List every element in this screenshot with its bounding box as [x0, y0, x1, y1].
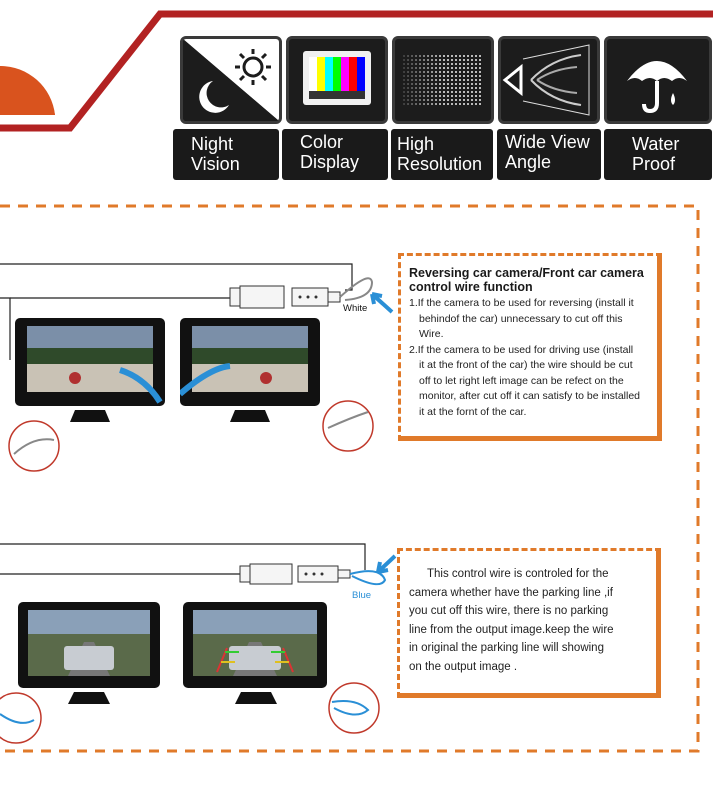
list-item: it at the front of the car) the wire sho… [419, 359, 633, 371]
list-item: 1.If the camera to be used for reversing… [409, 297, 634, 309]
monitor-right-upper [180, 318, 320, 422]
blue-wire-label: Blue [352, 590, 372, 601]
wire-detail-right-upper [322, 400, 374, 452]
wire-detail-right-lower [328, 682, 380, 734]
connector-plug [229, 285, 341, 309]
wire-detail-left-lower [0, 692, 42, 744]
parking-line: This control wire is controled for the [427, 568, 609, 580]
reversing-diagram [0, 263, 394, 360]
parking-line: you cut off this wire, there is no parki… [409, 605, 609, 617]
parking-line: line from the output image.keep the wire [409, 623, 614, 636]
list-item: it at the fornt of the car. [419, 405, 527, 418]
list-item: Wire. [419, 328, 444, 340]
monitor-left-lower [18, 602, 160, 704]
wire-detail-left-upper [8, 420, 60, 472]
arrow-icon [376, 554, 397, 574]
list-item: off to let right left image can be refec… [419, 374, 624, 387]
white-wire-label: White [343, 303, 368, 314]
list-item: monitor, after cut off it can satisfy to… [419, 390, 641, 402]
parking-line: on the output image . [409, 660, 518, 673]
feature-wide-view-angle [498, 36, 600, 124]
list-item: 2.If the camera to be used for driving u… [409, 343, 634, 356]
umbrella-icon [627, 61, 687, 114]
pixel-grid-icon [403, 53, 483, 107]
reversing-info-box: Reversing car camera/Front car camera co… [398, 253, 662, 441]
parking-info-box: This control wire is controled for the c… [397, 548, 661, 698]
parking-line: camera whether have the parking line ,if [409, 586, 613, 599]
reversing-title: Reversing car camera/Front car camera co… [409, 266, 644, 294]
wide-angle-icon [502, 44, 590, 116]
parking-line: in original the parking line will showin… [409, 642, 604, 654]
arrow-icon [370, 292, 394, 314]
monitor-left-upper [15, 318, 165, 422]
feature-water-proof [604, 36, 712, 124]
header-banner [0, 10, 713, 132]
feature-high-resolution [392, 36, 494, 124]
feature-night-vision [180, 36, 282, 124]
reversing-items: 1.If the camera to be used for reversing… [409, 296, 649, 420]
parking-diagram [0, 543, 397, 586]
monitor-right-lower [183, 602, 327, 704]
list-item: behindof the car) unnecessary to cut off… [419, 312, 623, 325]
moon-sun-icon [183, 39, 279, 121]
connector-plug [239, 563, 351, 585]
feature-color-display [286, 36, 388, 124]
color-bars-icon [303, 51, 371, 105]
